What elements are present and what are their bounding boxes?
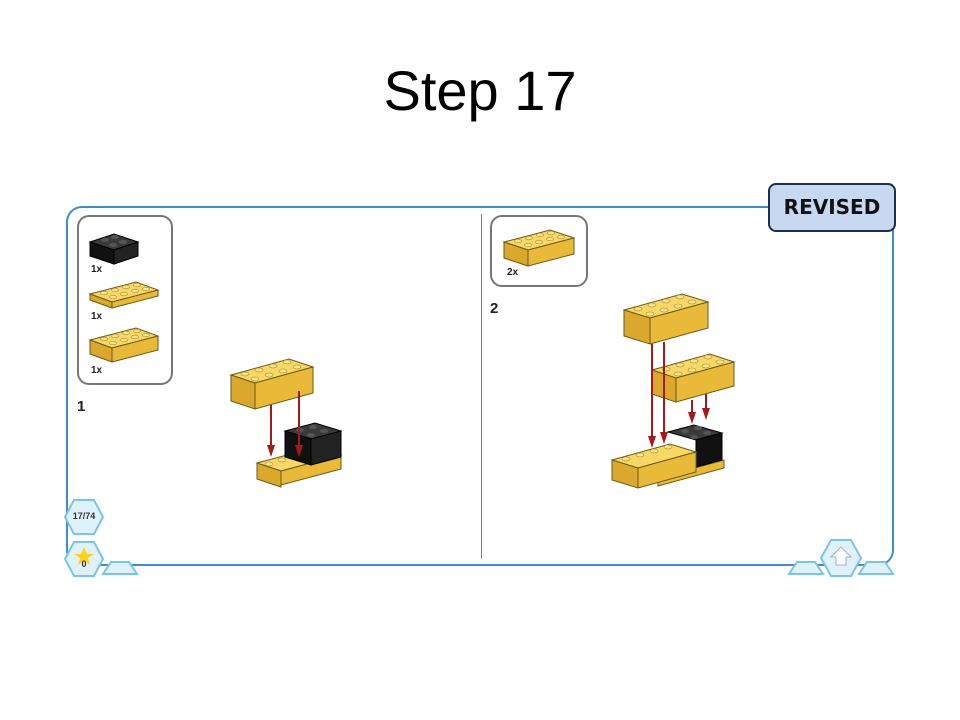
parts-item-yellow-brick-icon [502, 229, 576, 267]
bonus-hex-button[interactable] [63, 540, 105, 577]
parts-item-yellow-plate-icon [88, 281, 160, 309]
bonus-count: 0 [81, 559, 87, 569]
prev-page-hex-button[interactable] [787, 560, 825, 575]
assembly-illustration-2 [610, 293, 736, 489]
substep-divider [481, 214, 482, 558]
revised-badge: REVISED [768, 183, 896, 232]
parts-item-yellow-brick-icon [88, 327, 160, 363]
parts-qty: 2x [507, 267, 519, 278]
parts-qty: 1x [91, 264, 103, 275]
instruction-frame [66, 206, 894, 566]
page-counter: 17/74 [72, 511, 96, 521]
substep-number: 1 [77, 398, 86, 415]
extra-hex-button[interactable] [101, 560, 139, 575]
page-counter-hex-button[interactable] [63, 498, 105, 536]
next-page-hex-button[interactable] [857, 560, 895, 575]
home-hex-button[interactable] [819, 538, 863, 577]
parts-item-black-brick-icon [88, 233, 140, 265]
page-title: Step 17 [383, 59, 577, 122]
parts-qty: 1x [91, 365, 103, 376]
parts-qty: 1x [91, 311, 103, 322]
assembly-illustration-1 [229, 358, 343, 488]
substep-number: 2 [490, 300, 499, 317]
